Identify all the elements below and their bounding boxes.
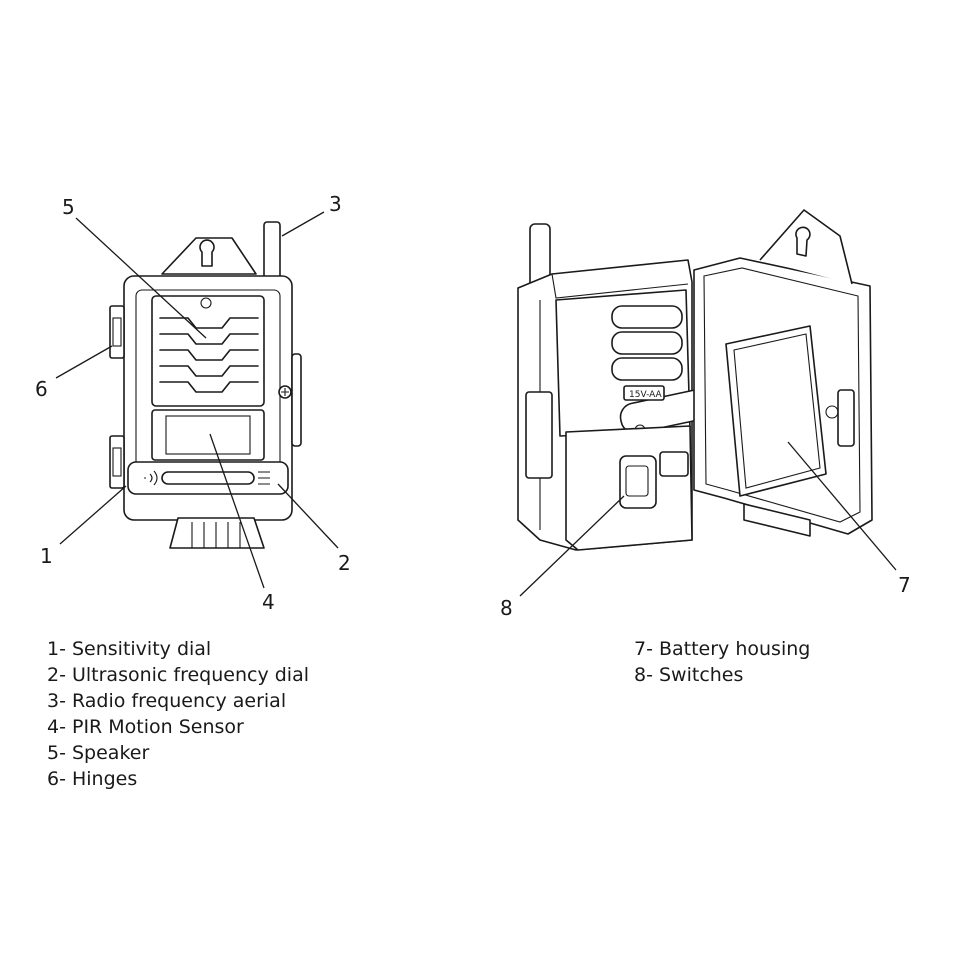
legend-item: 1- Sensitivity dial (47, 638, 212, 660)
legend-item: 6- Hinges (47, 768, 138, 790)
legend-item: 4- PIR Motion Sensor (47, 716, 244, 738)
callout-4: 4 (262, 590, 275, 614)
legend-left: 1- Sensitivity dial 2- Ultrasonic freque… (47, 636, 309, 792)
battery-label: 15V-AA (629, 390, 663, 400)
legend-item: 2- Ultrasonic frequency dial (47, 664, 310, 686)
legend-item: 3- Radio frequency aerial (47, 690, 287, 712)
callout-3: 3 (329, 192, 342, 216)
callout-1: 1 (40, 544, 53, 568)
hinge-top (109, 305, 125, 359)
speaker-frame (151, 295, 265, 407)
callout-7: 7 (898, 573, 911, 597)
callout-8: 8 (500, 596, 513, 620)
legend-item: 8- Switches (634, 664, 744, 686)
legend-item: 5- Speaker (47, 742, 150, 764)
open-view-device: 15V-AA (517, 209, 873, 551)
switches (619, 451, 689, 509)
callout-2: 2 (338, 551, 351, 575)
battery-housing (725, 325, 827, 497)
hinge-bottom (109, 435, 125, 489)
legend-right: 7- Battery housing 8- Switches (634, 636, 810, 688)
callout-6: 6 (35, 377, 48, 401)
leader-lines (55, 211, 897, 597)
aerial (263, 221, 281, 281)
legend-item: 7- Battery housing (634, 638, 811, 660)
batteries (611, 305, 717, 436)
pir-sensor (151, 409, 265, 461)
front-view-device (109, 221, 302, 549)
callout-5: 5 (62, 195, 75, 219)
